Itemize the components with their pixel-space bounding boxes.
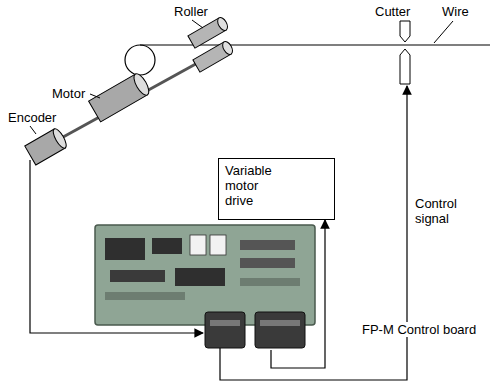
process-box: Variable motor drive xyxy=(218,158,335,220)
part-label: Encoder xyxy=(6,110,58,125)
encoder-cylinder xyxy=(25,127,69,165)
wire-spool xyxy=(125,45,155,75)
leader-line xyxy=(192,20,203,28)
motor-cylinder xyxy=(89,72,152,122)
cutter-blade xyxy=(400,49,410,84)
leader-line xyxy=(90,94,100,98)
signal-connector xyxy=(271,220,325,368)
control-board-picture xyxy=(95,225,315,348)
cutter-blade xyxy=(400,21,410,42)
part-label: Cutter xyxy=(373,4,412,19)
encoder-wire xyxy=(30,160,203,333)
part-label: Roller xyxy=(172,4,210,19)
roller-lower xyxy=(193,40,235,72)
leader-line xyxy=(434,21,453,43)
part-label: Motor xyxy=(50,86,87,101)
leader-line xyxy=(30,126,36,134)
board-label: FP-M Control board xyxy=(360,322,478,337)
box-text: Variable motor drive xyxy=(225,163,285,208)
control-board: FP-M Control board xyxy=(95,225,315,350)
part-label: Wire xyxy=(440,4,471,19)
signal-label: Control signal xyxy=(413,196,469,226)
